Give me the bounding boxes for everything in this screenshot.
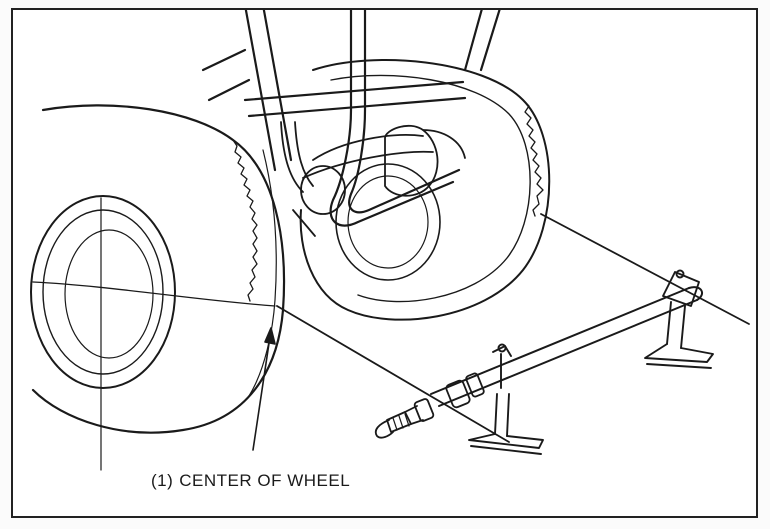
- callout-number: (1): [151, 471, 174, 490]
- alignment-strings: [276, 213, 750, 443]
- callout-label: CENTER OF WHEEL: [179, 471, 351, 490]
- rear-tire: [299, 59, 551, 321]
- front-tire: [30, 104, 286, 471]
- left-stand: [468, 343, 544, 455]
- end-adjuster: [374, 405, 424, 439]
- right-stand: [644, 269, 714, 369]
- rear-axle: [280, 121, 466, 237]
- illustration-frame: (1) CENTER OF WHEEL: [11, 8, 758, 518]
- center-of-wheel-callout: (1) CENTER OF WHEEL: [151, 471, 350, 491]
- gauge-clamps: [413, 372, 485, 422]
- callout-leader: [252, 327, 276, 451]
- wheel-alignment-illustration: [30, 10, 750, 471]
- vehicle-frame: [201, 10, 501, 227]
